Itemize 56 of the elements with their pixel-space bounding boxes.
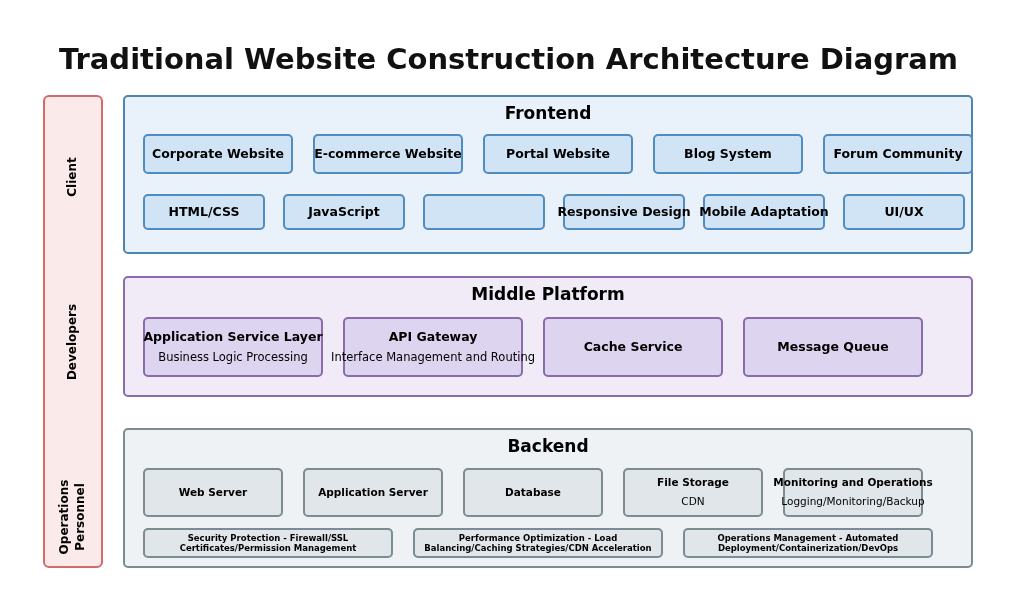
empty-box bbox=[423, 194, 545, 230]
note-box bbox=[413, 528, 663, 558]
role-label: Client bbox=[65, 156, 81, 199]
layer-heading: Backend bbox=[506, 436, 590, 456]
component-title: UI/UX bbox=[884, 203, 924, 221]
component-box bbox=[283, 194, 405, 230]
component-box bbox=[303, 468, 443, 517]
diagram-title: Traditional Website Construction Architecture Diagram bbox=[57, 42, 960, 76]
component-title: File Storage bbox=[657, 476, 729, 490]
note-text: Operations Management - Automated Deployment/Containerization/DevOps bbox=[716, 532, 900, 554]
role-band bbox=[43, 95, 103, 568]
component-title: Mobile Adaptation bbox=[699, 203, 829, 221]
layer-panel bbox=[123, 95, 973, 254]
component-title: Database bbox=[505, 485, 561, 500]
layer-panel bbox=[123, 276, 973, 397]
component-title: Forum Community bbox=[833, 145, 963, 163]
component-title: Portal Website bbox=[506, 145, 610, 163]
component-box bbox=[143, 134, 293, 174]
component-detail: Logging/Monitoring/Backup bbox=[781, 495, 925, 509]
layer-panel bbox=[123, 428, 973, 568]
component-title: Blog System bbox=[684, 145, 772, 163]
component-box bbox=[843, 194, 965, 230]
note-text: Performance Optimization - Load Balancing/Caching Strategies/CDN Acceleration bbox=[423, 532, 653, 554]
component-title: Monitoring and Operations bbox=[773, 476, 933, 490]
component-title: Corporate Website bbox=[152, 145, 284, 163]
role-label: Operations Personnel bbox=[57, 478, 88, 557]
component-title: API Gateway bbox=[388, 328, 478, 346]
component-title: JavaScript bbox=[308, 203, 380, 221]
note-text: Security Protection - Firewall/SSL Certificates/Permission Management bbox=[178, 532, 358, 554]
component-box bbox=[143, 468, 283, 517]
component-box bbox=[313, 134, 463, 174]
component-box bbox=[463, 468, 603, 517]
component-box bbox=[623, 468, 763, 517]
component-title: Responsive Design bbox=[557, 203, 691, 221]
component-box bbox=[653, 134, 803, 174]
component-detail: CDN bbox=[681, 495, 705, 509]
layer-heading: Middle Platform bbox=[470, 284, 626, 304]
component-box bbox=[483, 134, 633, 174]
component-title: HTML/CSS bbox=[168, 203, 240, 221]
component-box bbox=[143, 317, 323, 377]
role-label: Developers bbox=[65, 302, 81, 383]
component-title: Application Server bbox=[318, 485, 428, 500]
component-detail: Business Logic Processing bbox=[158, 350, 308, 366]
component-title: E-commerce Website bbox=[314, 145, 462, 163]
note-box bbox=[143, 528, 393, 558]
component-box bbox=[823, 134, 973, 174]
component-title: Application Service Layer bbox=[143, 328, 323, 346]
component-title: Web Server bbox=[178, 485, 248, 500]
layer-heading: Frontend bbox=[503, 103, 593, 123]
component-title: Message Queue bbox=[777, 338, 889, 356]
component-box bbox=[143, 194, 265, 230]
component-title: Cache Service bbox=[583, 338, 683, 356]
component-box bbox=[543, 317, 723, 377]
note-box bbox=[683, 528, 933, 558]
component-detail: Interface Management and Routing bbox=[331, 350, 535, 366]
component-box bbox=[743, 317, 923, 377]
